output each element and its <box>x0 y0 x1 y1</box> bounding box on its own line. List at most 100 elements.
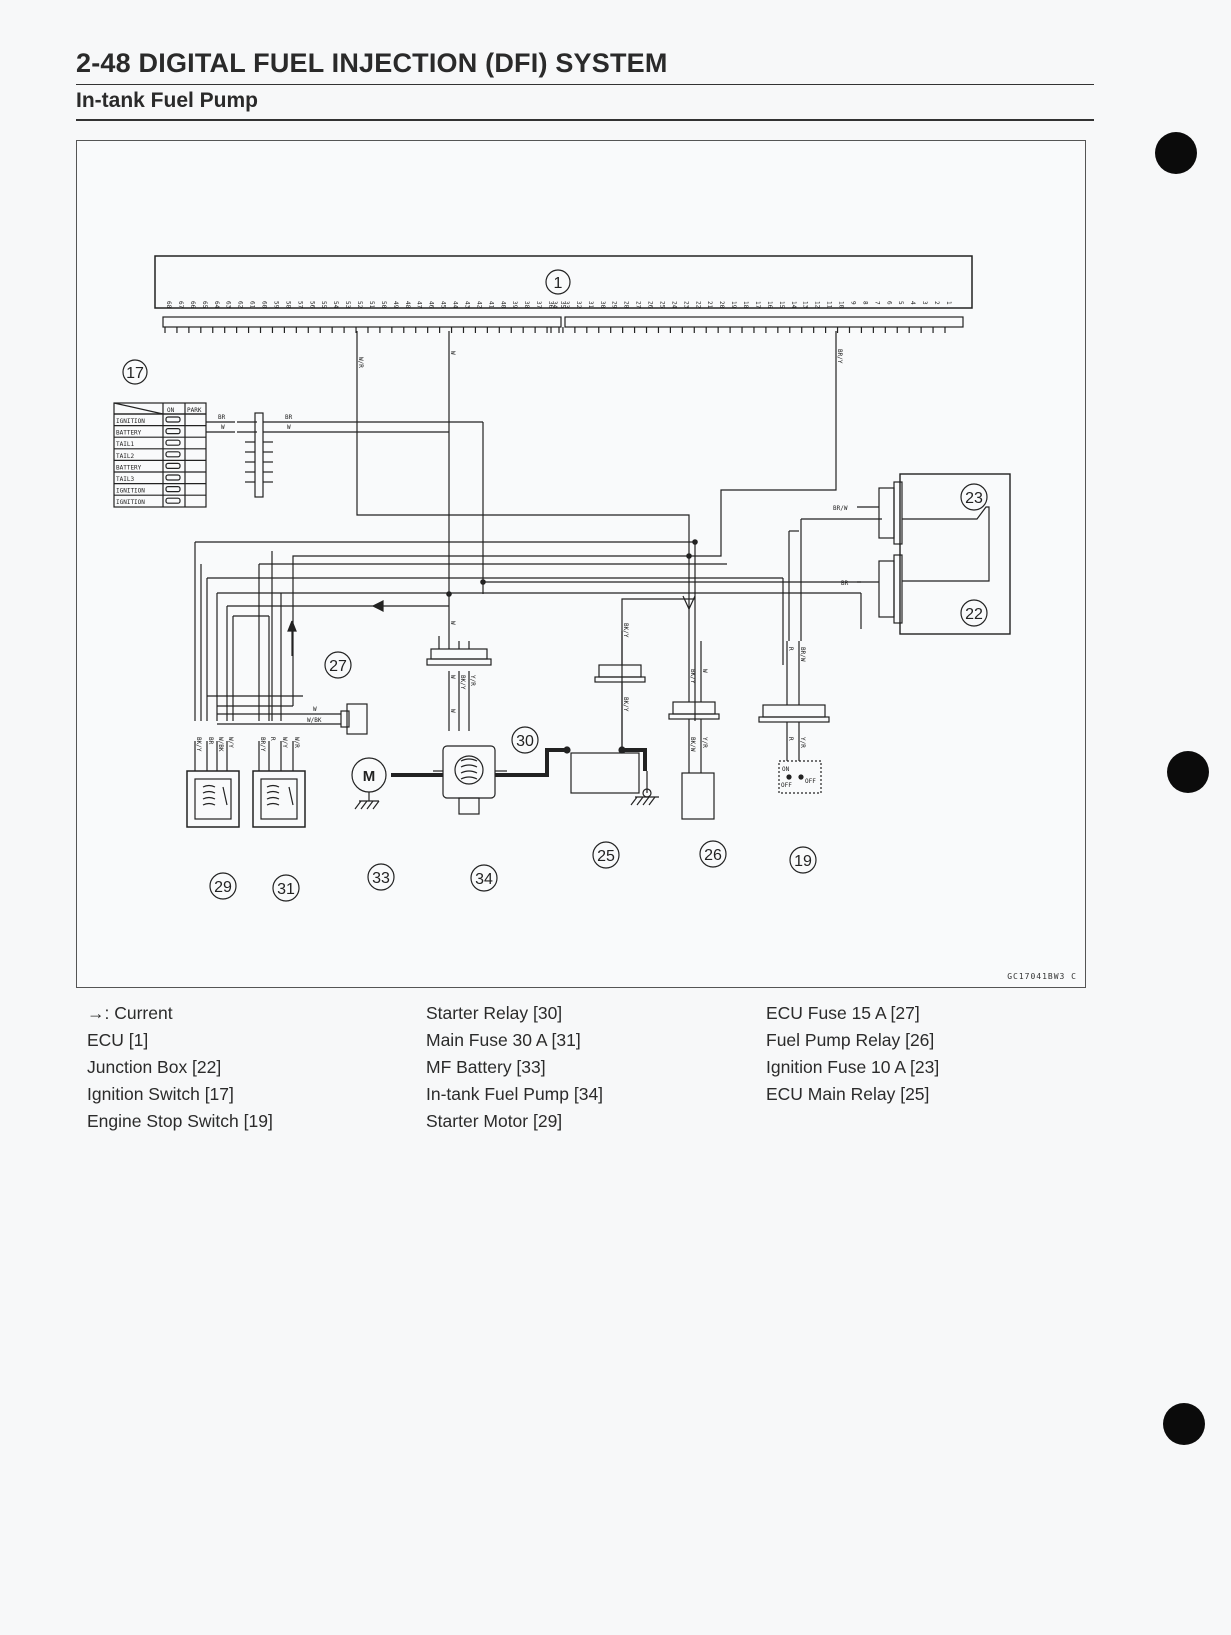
callout-29: 33 <box>367 863 395 891</box>
ecu-pin-number: 15 <box>778 301 785 309</box>
legend-item: Engine Stop Switch [19] <box>87 1111 273 1131</box>
wire-label: BR/W <box>799 647 806 662</box>
title-rule <box>76 84 1094 85</box>
binder-hole-middle <box>1167 751 1209 793</box>
ign-header-park: PARK <box>187 407 202 414</box>
wire-label: BR <box>218 414 226 421</box>
ecu-wires <box>194 331 882 721</box>
ign-row-label: TAIL2 <box>116 453 134 460</box>
legend-column-3: ECU Fuse 15 A [27] Fuel Pump Relay [26] … <box>766 1000 939 1108</box>
ecu-pin-number: 63 <box>225 301 232 309</box>
callout-31: 34 <box>470 864 498 892</box>
legend-item: →: Current <box>87 1003 173 1023</box>
ecu-pin-number: 56 <box>308 301 315 309</box>
ecu-pin-number: 13 <box>802 301 809 309</box>
ecu-pin-number: 2 <box>933 301 940 305</box>
ecu-pin-number: 27 <box>635 301 642 309</box>
ecu-pin-number: 10 <box>838 301 845 309</box>
wire-label: W <box>449 709 456 713</box>
wire-label: W/R <box>357 357 364 368</box>
junction-box <box>857 473 1011 635</box>
ign-contact <box>165 497 181 504</box>
ecu-pin-number: 6 <box>885 301 892 305</box>
legend-item: Ignition Switch [17] <box>87 1084 234 1104</box>
wire-label: W/R <box>293 737 300 748</box>
ecu-pin-number: 51 <box>368 301 375 309</box>
legend-column-1: →: Current ECU [1] Junction Box [22] Ign… <box>87 1000 273 1135</box>
ign-row-label: IGNITION <box>116 488 145 495</box>
ecu-pin-number: 48 <box>404 301 411 309</box>
svg-text:19: 19 <box>794 853 812 870</box>
wire-label: BK/Y <box>622 697 629 712</box>
ecu-pin-number: 39 <box>511 301 518 309</box>
switch-label-off: OFF <box>781 782 792 789</box>
wire-label: BR/Y <box>836 349 843 364</box>
ecu-pin-number: 44 <box>452 301 459 309</box>
wire-label: Y/R <box>701 737 708 748</box>
wire-label: W/Y <box>227 737 234 748</box>
ecu-pin-number: 60 <box>261 301 268 309</box>
wire-label: Y/R <box>469 675 476 686</box>
ecu-pin-number: 21 <box>706 301 713 309</box>
ecu-pin-number: 41 <box>487 301 494 309</box>
legend-item: ECU [1] <box>87 1030 149 1050</box>
legend-item: In-tank Fuel Pump [34] <box>426 1084 604 1104</box>
wire-label: BR/W <box>833 505 848 512</box>
svg-text:26: 26 <box>704 847 722 864</box>
wire-label: W <box>701 669 708 673</box>
switch-label-off: OFF <box>805 778 816 785</box>
svg-text:M: M <box>363 768 376 785</box>
svg-text:29: 29 <box>214 879 232 896</box>
wire-label: BK/Y <box>459 675 466 690</box>
ign-contact <box>165 428 181 435</box>
legend-column-2: Starter Relay [30] Main Fuse 30 A [31] M… <box>426 1000 603 1135</box>
wire-label: R <box>787 737 794 741</box>
wire-label: BR/Y <box>259 737 266 752</box>
ign-row-label: IGNITION <box>116 418 145 425</box>
wire-label: BR <box>841 580 849 587</box>
ecu-pin-number: 59 <box>272 301 279 309</box>
ign-contact <box>165 486 181 493</box>
wire-label: R <box>787 647 794 651</box>
ecu-pin-number: 11 <box>826 301 833 309</box>
ecu-pin-number: 4 <box>909 301 916 305</box>
wire-label: W <box>287 424 291 431</box>
ecu-pin-number: 58 <box>284 301 291 309</box>
legend-item: Junction Box [22] <box>87 1057 222 1077</box>
svg-text:33: 33 <box>372 870 390 887</box>
ecu-pin-number: 47 <box>416 301 423 309</box>
ecu-pin-number: 25 <box>658 301 665 309</box>
ecu-pin-number: 35 <box>559 301 566 309</box>
engine-stop-switch <box>758 641 830 794</box>
ecu-pin-number: 49 <box>392 301 399 309</box>
binder-hole-top <box>1155 132 1197 174</box>
ecu-pin-number: 7 <box>873 301 880 305</box>
ecu-pin-number: 45 <box>440 301 447 309</box>
ecu-pin-number: 42 <box>475 301 482 309</box>
wire-label: BK/Y <box>622 623 629 638</box>
callout-19: 19 <box>789 846 817 874</box>
ecu-pin-number: 54 <box>332 301 339 309</box>
legend-item: Main Fuse 30 A [31] <box>426 1030 581 1050</box>
callout-22: 22 <box>960 599 988 627</box>
svg-text:27: 27 <box>329 658 347 675</box>
ign-row-label: TAIL1 <box>116 441 134 448</box>
ecu-pin-number: 38 <box>523 301 530 309</box>
mf-battery <box>563 746 659 806</box>
wire-label: W <box>221 424 225 431</box>
callout-25: 29 <box>209 872 237 900</box>
ign-row-label: TAIL3 <box>116 476 134 483</box>
battery-connector <box>594 598 695 747</box>
ecu-pin-number: 52 <box>356 301 363 309</box>
ecu-box <box>154 255 973 309</box>
callout-27: 27 <box>324 651 352 679</box>
legend-item: Ignition Fuse 10 A [23] <box>766 1057 940 1077</box>
svg-text:34: 34 <box>475 871 493 888</box>
ign-row-label: BATTERY <box>116 464 142 471</box>
ecu-pin-number: 64 <box>213 301 220 309</box>
ecu-pin-number: 31 <box>587 301 594 309</box>
legend-item: Starter Motor [29] <box>426 1111 563 1131</box>
ecu-pin-number: 43 <box>463 301 470 309</box>
